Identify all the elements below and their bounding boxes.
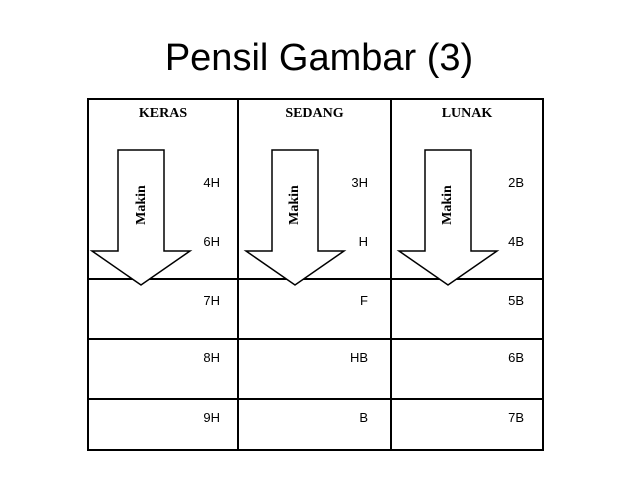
table-cell: 3H	[351, 175, 368, 190]
table-border-right	[542, 98, 544, 451]
row-divider	[87, 398, 544, 400]
down-arrow-icon: Makin	[89, 149, 193, 286]
column-header-sedang: SEDANG	[285, 106, 344, 121]
table-cell: 4H	[203, 175, 220, 190]
column-header-lunak: LUNAK	[441, 106, 493, 121]
table-border-top	[87, 98, 544, 100]
arrow-label-sedang: Makin	[287, 185, 302, 225]
table-cell: HB	[349, 350, 368, 365]
table-cell: 6H	[203, 234, 220, 249]
table-cell: 4B	[508, 234, 524, 249]
column-divider	[237, 98, 239, 451]
arrow-label-lunak: Makin	[440, 185, 455, 225]
table-cell: 5B	[508, 293, 524, 308]
table-cell: 9H	[203, 410, 220, 425]
row-divider	[87, 338, 544, 340]
table-cell: 7H	[203, 293, 220, 308]
table-cell: 6B	[508, 350, 524, 365]
table-border-left	[87, 98, 89, 451]
table-cell: B	[359, 410, 368, 425]
table-border-bottom	[87, 449, 544, 451]
table-cell: F	[360, 293, 368, 308]
down-arrow-icon: Makin	[243, 149, 347, 286]
table-cell: 8H	[203, 350, 220, 365]
row-divider	[87, 278, 544, 280]
slide-title: Pensil Gambar (3)	[164, 37, 474, 79]
arrow-label-keras: Makin	[134, 185, 149, 225]
column-header-keras: KERAS	[138, 106, 188, 121]
table-cell: H	[358, 234, 368, 249]
down-arrow-icon: Makin	[396, 149, 500, 286]
table-cell: 2B	[508, 175, 524, 190]
column-divider	[390, 98, 392, 451]
table-cell: 7B	[508, 410, 524, 425]
